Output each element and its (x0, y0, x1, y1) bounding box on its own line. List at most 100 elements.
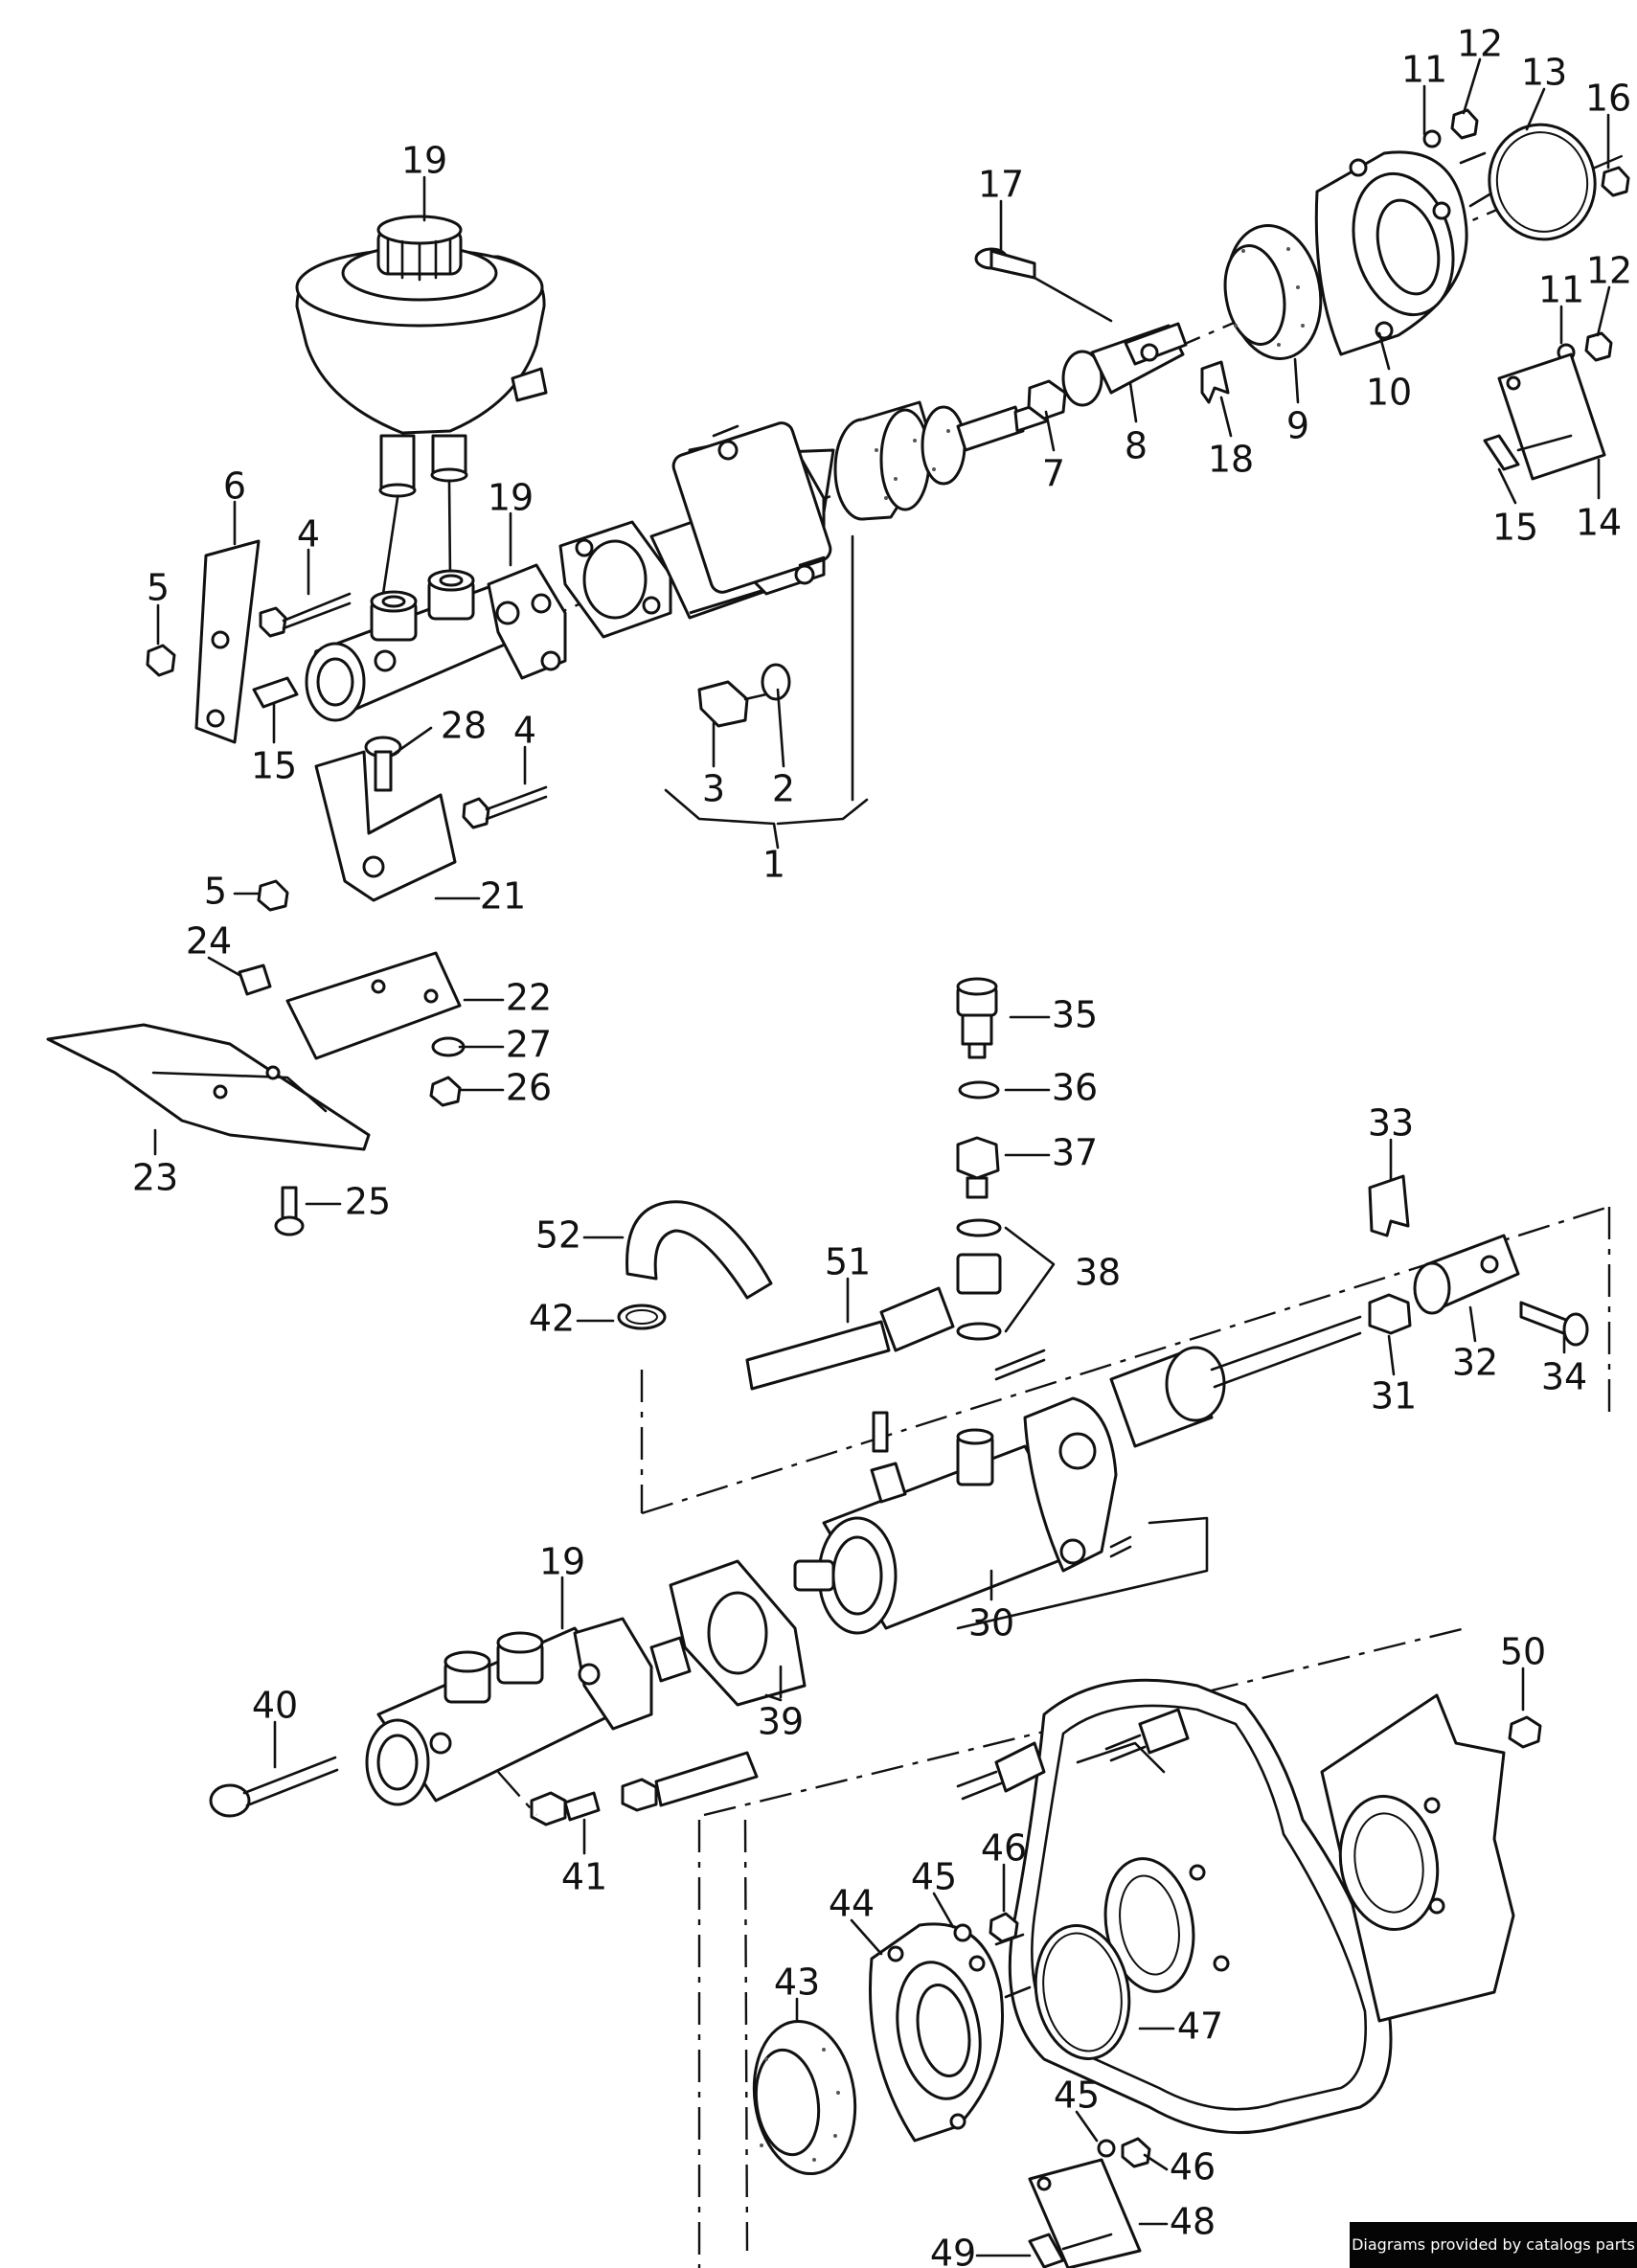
o-ring-47-inner (1042, 1932, 1123, 2053)
bolt-28 (364, 736, 402, 792)
leader-line-c13 (1525, 87, 1546, 131)
leader-line-c45a (932, 1892, 955, 1929)
callout-label-c5b: 5 (204, 871, 227, 913)
firewall-panel (1008, 1678, 1393, 2135)
callout-label-c12a: 12 (1457, 23, 1503, 65)
clip-top (1200, 360, 1230, 404)
plate-22 (285, 951, 462, 1060)
callout-label-c48: 48 (1170, 2201, 1216, 2243)
bolt-4-top (259, 592, 352, 638)
studs-firewall (956, 1708, 1190, 1801)
fitting-41 (530, 1751, 759, 1826)
banjo-38 (956, 1253, 1002, 1295)
callout-label-c17: 17 (978, 164, 1024, 206)
callout-label-c49: 49 (930, 2233, 976, 2268)
axis-line-mid (641, 1205, 1610, 1515)
callout-label-c4b: 4 (513, 710, 536, 752)
washer-2 (761, 663, 791, 701)
callout-label-c44: 44 (829, 1883, 875, 1925)
flange-44 (868, 1922, 1032, 2143)
gasket-top (558, 520, 672, 639)
guide-line (447, 481, 452, 581)
switch-3 (697, 680, 768, 728)
callout-label-c30: 30 (968, 1602, 1014, 1644)
nut-5-lower (257, 879, 289, 912)
flange-top (1314, 150, 1496, 356)
nut-12-mid (1584, 331, 1613, 362)
o-ring-47 (1034, 1924, 1131, 2060)
callout-label-c27: 27 (506, 1024, 552, 1066)
leader-line-c12a (1462, 57, 1482, 115)
callout-label-c32: 32 (1452, 1342, 1498, 1384)
callout-label-c42: 42 (529, 1298, 575, 1340)
nut-12-top (1450, 108, 1479, 140)
pin-34 (1519, 1301, 1589, 1347)
fitting-35 (956, 977, 998, 1059)
master-cylinder-top (305, 563, 567, 722)
hose-52 (625, 1200, 773, 1300)
callout-label-c25: 25 (345, 1181, 391, 1223)
callout-label-c11b: 11 (1538, 269, 1584, 311)
callout-label-c39: 39 (758, 1701, 804, 1743)
callout-label-c6: 6 (223, 465, 246, 508)
leader-line-c24 (207, 956, 241, 977)
bracket-21 (314, 750, 457, 902)
callout-label-c10: 10 (1366, 372, 1412, 414)
washer-36 (958, 1080, 1000, 1100)
callout-label-c19c: 19 (539, 1541, 585, 1583)
callout-label-c31: 31 (1371, 1375, 1417, 1418)
clamp-42 (617, 1304, 667, 1330)
master-cylinder-19-lower (365, 1617, 692, 1806)
leader-line-c2 (776, 688, 785, 768)
bracket-6 (194, 539, 261, 744)
callout-label-c5a: 5 (147, 567, 170, 609)
sensor-15-left (252, 676, 299, 709)
callout-label-c1: 1 (762, 844, 785, 886)
leader-line-c12b (1596, 285, 1611, 337)
clevis-32 (1413, 1234, 1520, 1315)
nut-26 (429, 1076, 462, 1107)
leader-line-c44 (850, 1918, 883, 1956)
callout-label-c15b: 15 (251, 745, 297, 787)
leader-line-c18 (1219, 396, 1233, 438)
callout-label-c52: 52 (535, 1214, 581, 1257)
bolt-40 (209, 1756, 339, 1818)
callout-label-c41: 41 (561, 1856, 607, 1898)
washer-11-top (1422, 129, 1442, 148)
guide-line (764, 1693, 783, 1702)
guide-line (1033, 276, 1113, 323)
callout-label-c18: 18 (1208, 439, 1254, 481)
studs-30 (994, 1349, 1132, 1558)
gasket-39 (669, 1559, 807, 1707)
callout-label-c9: 9 (1286, 405, 1309, 447)
callout-label-c38: 38 (1075, 1252, 1121, 1294)
fluid-reservoir (295, 215, 548, 498)
nut-31 (1368, 1293, 1412, 1335)
leader-line-c45b (1075, 2110, 1099, 2143)
credit-banner: Diagrams provided by catalogs parts (1350, 2222, 1637, 2268)
leader-line-c15a (1497, 467, 1517, 505)
callout-leader-lines (153, 57, 1611, 2257)
callout-label-c46b: 46 (1170, 2146, 1216, 2189)
o-ring-inner (1495, 131, 1589, 233)
callout-label-c34: 34 (1541, 1356, 1587, 1398)
leader-line-c10 (1377, 331, 1391, 371)
clevis-top (1027, 322, 1188, 420)
callout-label-c40: 40 (252, 1685, 298, 1727)
leader-line-c7 (1044, 410, 1056, 452)
callout-label-c26: 26 (506, 1067, 552, 1109)
callout-label-c45a: 45 (911, 1856, 957, 1898)
master-cylinder-30 (793, 1315, 1362, 1635)
nut-50 (1508, 1715, 1542, 1749)
callout-label-c19a: 19 (401, 140, 447, 182)
clip-33 (1368, 1174, 1410, 1237)
callout-label-c12b: 12 (1586, 250, 1632, 292)
washer-45b (1097, 2139, 1116, 2158)
axis-line-bottom-v2 (743, 1819, 749, 2252)
cover-23 (46, 1023, 371, 1151)
callout-label-c7: 7 (1042, 453, 1065, 495)
callout-label-c33: 33 (1368, 1102, 1414, 1145)
body-panel-right (1320, 1693, 1515, 2023)
leader-line-c31 (1387, 1334, 1396, 1376)
sensor-15-top (1483, 434, 1573, 471)
